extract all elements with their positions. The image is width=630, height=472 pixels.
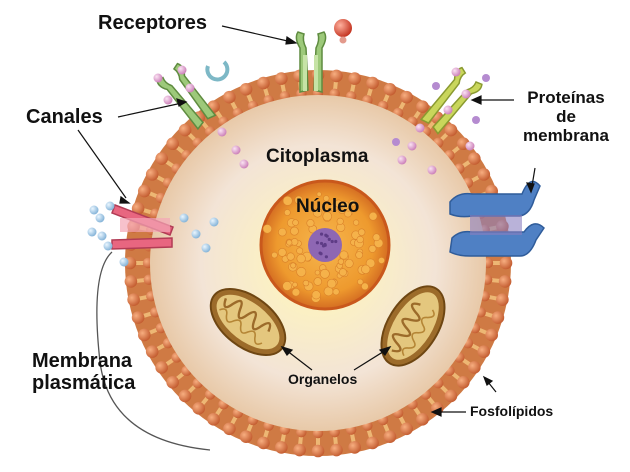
label-proteinas-de-membrana: Proteínas de membrana [516, 88, 616, 145]
label-membrana-line2: plasmática [32, 372, 135, 394]
ligand-arc [207, 62, 227, 79]
label-receptores: Receptores [98, 12, 207, 34]
signal-molecule [334, 19, 352, 37]
label-nucleo: Núcleo [296, 196, 359, 217]
label-fosfolipidos: Fosfolípidos [470, 404, 553, 420]
label-proteinas-line3: membrana [516, 126, 616, 145]
label-canales: Canales [26, 106, 103, 128]
label-proteinas-line2: de [516, 107, 616, 126]
label-membrana-plasmatica: Membrana plasmática [32, 350, 135, 395]
label-membrana-line1: Membrana [32, 350, 135, 372]
label-organelos: Organelos [288, 372, 357, 388]
label-citoplasma: Citoplasma [266, 146, 368, 167]
label-proteinas-line1: Proteínas [516, 88, 616, 107]
